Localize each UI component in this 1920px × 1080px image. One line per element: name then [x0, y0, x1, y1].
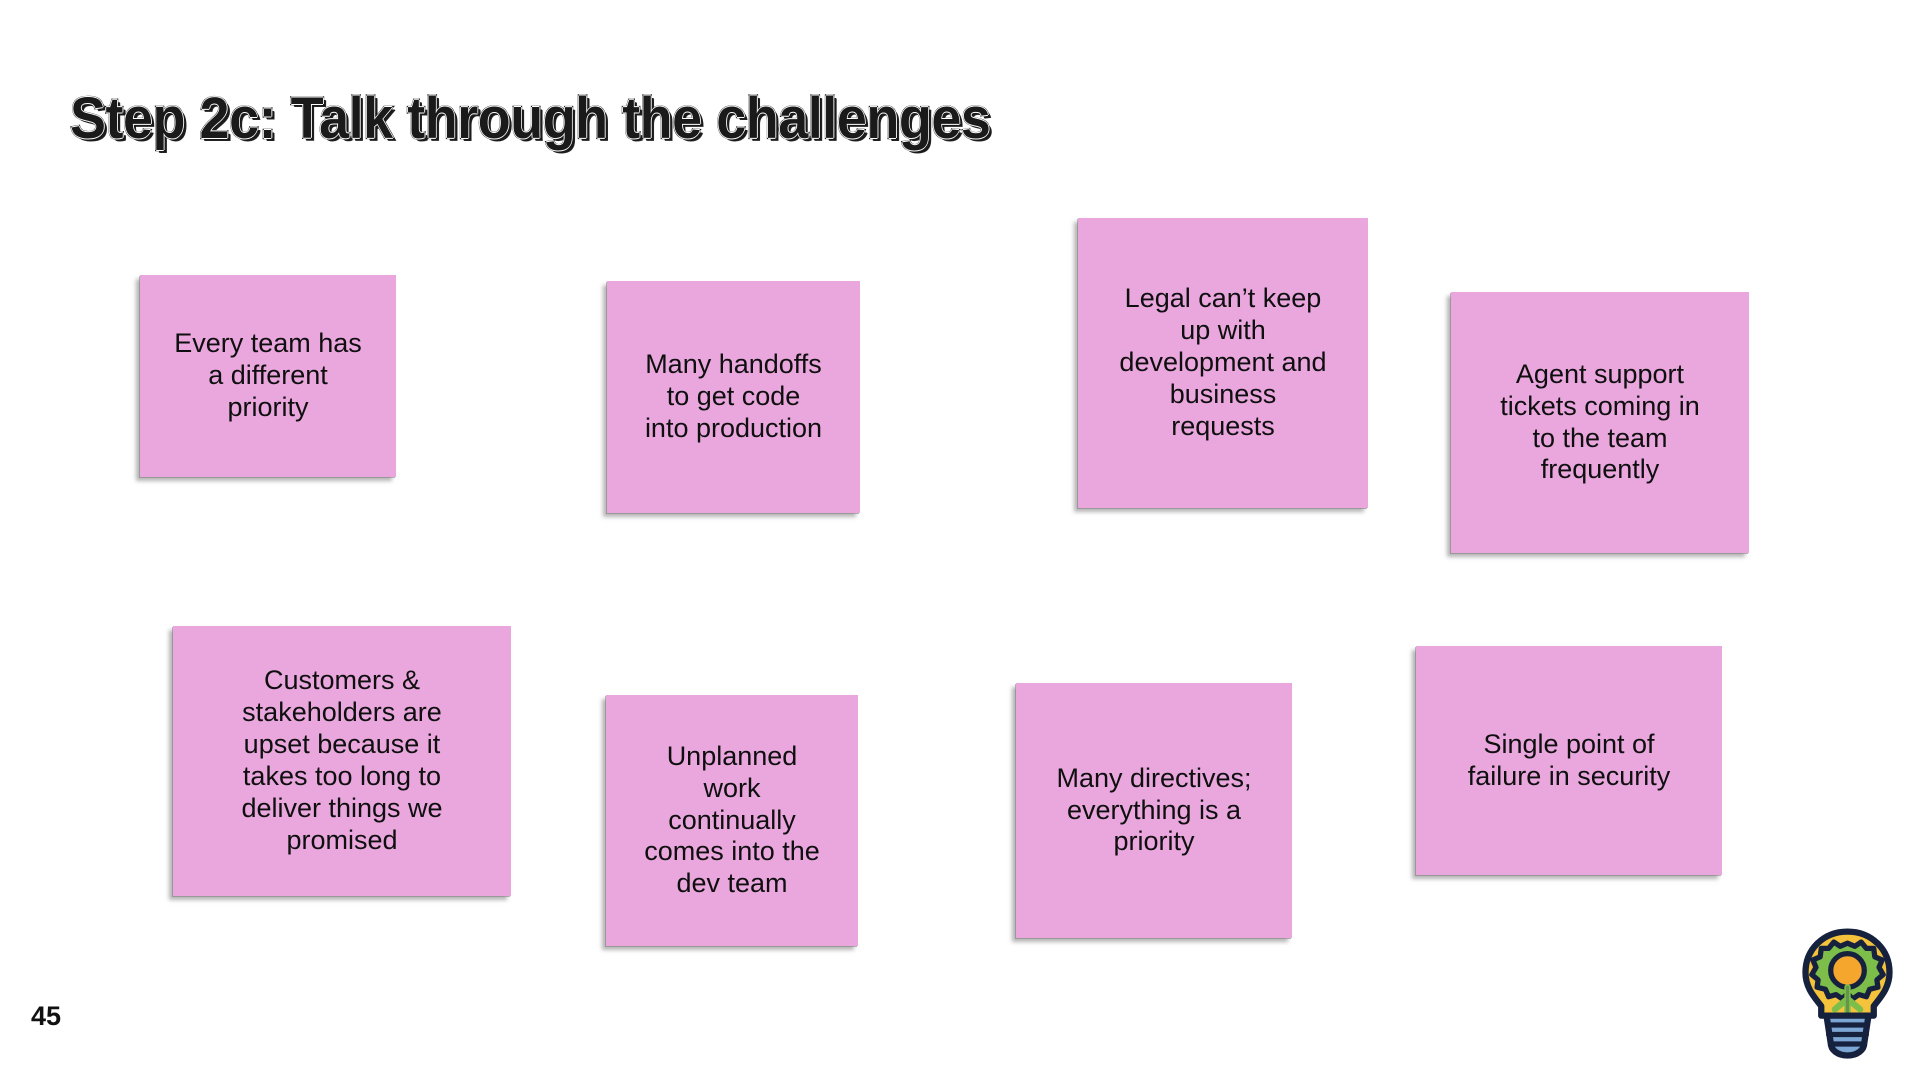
sticky-note-customers-stakeholders-upset[interactable]: Customers & stakeholders are upset becau…	[173, 626, 511, 896]
sticky-note-label: Single point of failure in security	[1467, 728, 1671, 791]
sticky-note-legal-cant-keep-up[interactable]: Legal can’t keep up with development and…	[1078, 218, 1368, 508]
page-number: 45	[31, 1001, 62, 1031]
lightbulb-gear-icon	[1795, 925, 1900, 1060]
sticky-note-every-team-priority[interactable]: Every team has a different priority	[140, 275, 396, 477]
sticky-note-unplanned-work[interactable]: Unplanned work continually comes into th…	[606, 695, 858, 946]
sticky-note-single-point-of-failure[interactable]: Single point of failure in security	[1416, 646, 1722, 875]
sticky-note-label: Many directives; everything is a priorit…	[1056, 762, 1252, 857]
sticky-note-label: Unplanned work continually comes into th…	[644, 740, 820, 899]
sticky-note-label: Legal can’t keep up with development and…	[1119, 283, 1327, 441]
sticky-note-label: Customers & stakeholders are upset becau…	[241, 665, 443, 855]
sticky-note-label: Agent support tickets coming in to the t…	[1500, 358, 1700, 485]
sticky-note-agent-support-tickets[interactable]: Agent support tickets coming in to the t…	[1451, 292, 1749, 553]
page-title: Step 2c: Talk through the challenges	[69, 85, 992, 153]
sticky-note-many-handoffs[interactable]: Many handoffs to get code into productio…	[607, 281, 860, 513]
sticky-note-label: Every team has a different priority	[174, 328, 362, 422]
sticky-note-label: Many handoffs to get code into productio…	[644, 349, 823, 443]
sticky-note-many-directives[interactable]: Many directives; everything is a priorit…	[1016, 683, 1292, 938]
